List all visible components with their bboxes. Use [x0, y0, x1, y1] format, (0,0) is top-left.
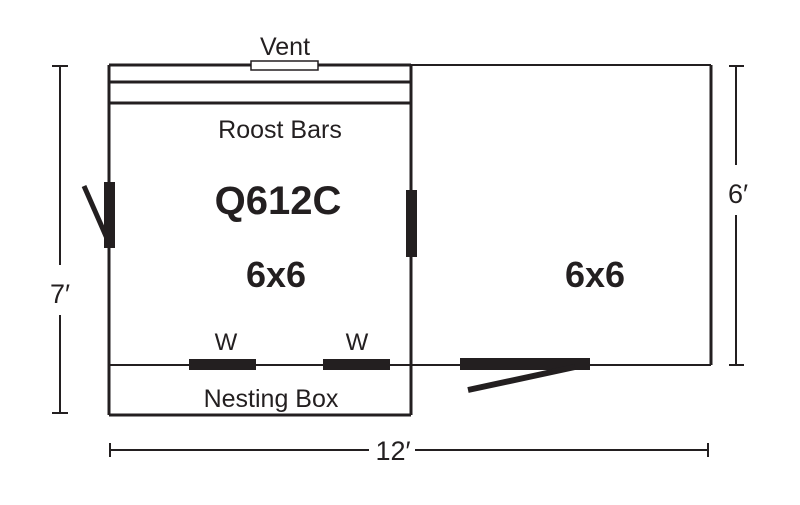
- dimension-right-height: [729, 65, 744, 366]
- window-right-label: W: [346, 329, 369, 356]
- window-left-icon: [189, 359, 256, 370]
- dimension-left-label: 7′: [50, 279, 70, 309]
- roost-bars-label: Roost Bars: [218, 116, 342, 144]
- run-size-label: 6x6: [565, 254, 625, 295]
- run-door-icon: [460, 358, 590, 393]
- nesting-box-label: Nesting Box: [204, 385, 339, 413]
- side-door-icon: [81, 182, 115, 248]
- vent-label: Vent: [260, 33, 310, 61]
- dimension-right-label: 6′: [728, 179, 748, 209]
- window-right-icon: [323, 359, 390, 370]
- dimension-left-height: [52, 65, 68, 414]
- run-walls: [411, 64, 713, 365]
- roost-bars: [109, 80, 411, 105]
- coop-size-label: 6x6: [246, 254, 306, 295]
- model-label: Q612C: [215, 179, 342, 223]
- dimension-total-width: [109, 443, 709, 457]
- window-left-label: W: [215, 329, 238, 356]
- vent-icon: [250, 60, 319, 71]
- partition-door-icon: [406, 190, 417, 257]
- dimension-bottom-label: 12′: [375, 436, 410, 466]
